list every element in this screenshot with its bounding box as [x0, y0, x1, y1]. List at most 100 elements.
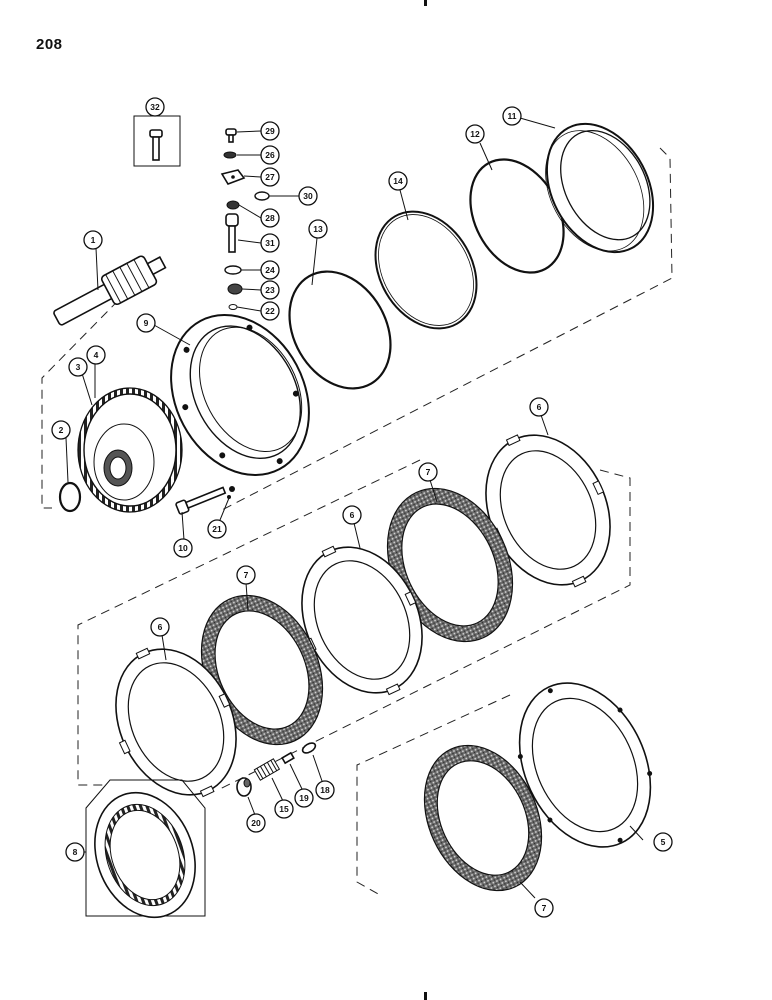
callout-24: 24	[260, 260, 280, 280]
callout-label: 15	[279, 804, 289, 814]
part-21-fitting	[227, 486, 235, 499]
part-8-internal-gear-disc	[94, 791, 196, 919]
callout-label: 7	[542, 903, 547, 913]
part-2-snap-ring	[58, 481, 82, 513]
part-6-steel-plate-upper	[485, 434, 611, 588]
callout-28: 28	[260, 208, 280, 228]
callout-14: 14	[388, 171, 408, 191]
part-27-clamp	[220, 169, 246, 185]
callout-7-lower: 7	[534, 898, 554, 918]
part-26-washer	[223, 151, 237, 159]
callout-label: 12	[470, 129, 480, 139]
callout-26: 26	[260, 145, 280, 165]
callout-21: 21	[207, 519, 227, 539]
part-11-piston-ring	[545, 122, 655, 254]
part-23-nut	[227, 283, 243, 295]
callout-6-lower: 6	[150, 617, 170, 637]
callout-3: 3	[68, 357, 88, 377]
part-8-inset-box	[85, 779, 206, 917]
callout-label: 6	[537, 402, 542, 412]
part-15-spring	[253, 758, 281, 781]
callout-4: 4	[86, 345, 106, 365]
part-22-ring	[228, 304, 238, 310]
part-6-steel-plate-lower	[115, 647, 237, 798]
callout-label: 27	[265, 172, 275, 182]
callout-label: 29	[265, 126, 275, 136]
callout-6-middle: 6	[342, 505, 362, 525]
part-7-friction-disc-upper	[386, 487, 514, 643]
callout-label: 28	[265, 213, 275, 223]
callout-19: 19	[294, 788, 314, 808]
callout-label: 32	[150, 102, 160, 112]
middle-dashed-boundary	[77, 459, 631, 791]
callout-label: 4	[94, 350, 99, 360]
part-7-friction-disc-lower	[423, 744, 543, 892]
callout-label: 14	[393, 176, 403, 186]
callout-label: 13	[313, 224, 323, 234]
callout-label: 5	[661, 837, 666, 847]
part-31-pin	[225, 213, 239, 253]
part-5-end-plate	[517, 682, 653, 848]
leader-lines	[65, 117, 644, 899]
part-7-friction-disc-middle	[200, 594, 324, 746]
part-14-seal-ring-inner	[378, 214, 474, 326]
callout-8: 8	[65, 842, 85, 862]
callout-29: 29	[260, 121, 280, 141]
lower-dashed-boundary	[356, 694, 511, 896]
callout-23: 23	[260, 280, 280, 300]
part-28-washer	[226, 200, 240, 210]
callout-12: 12	[465, 124, 485, 144]
callout-9: 9	[136, 313, 156, 333]
part-20-plunger	[236, 777, 252, 797]
part-18-ball	[301, 742, 317, 754]
part-1-shaft	[53, 255, 167, 326]
part-6-steel-plate-middle	[301, 545, 423, 696]
top-mark	[424, 0, 427, 6]
part-32-bolt	[149, 129, 163, 161]
callout-label: 21	[212, 524, 222, 534]
page-number: 208	[36, 36, 63, 53]
callout-label: 23	[265, 285, 275, 295]
callout-label: 20	[251, 818, 261, 828]
callout-label: 24	[265, 265, 275, 275]
callout-15: 15	[274, 799, 294, 819]
callout-10: 10	[173, 538, 193, 558]
callout-label: 18	[320, 785, 330, 795]
callout-27: 27	[260, 167, 280, 187]
part-24-washer	[224, 265, 242, 275]
callout-32: 32	[145, 97, 165, 117]
callout-label: 11	[508, 111, 517, 121]
part-29-screw	[225, 128, 237, 143]
callout-7-middle: 7	[236, 565, 256, 585]
callout-label: 30	[303, 191, 313, 201]
callout-31: 31	[260, 233, 280, 253]
callout-label: 3	[76, 362, 81, 372]
part-10-bolt	[175, 486, 227, 515]
callout-label: 7	[244, 570, 249, 580]
callout-label: 26	[265, 150, 275, 160]
part-30-spring	[254, 191, 270, 201]
callout-label: 22	[265, 306, 275, 316]
part-9-housing	[170, 313, 310, 477]
bottom-mark	[424, 992, 427, 1000]
callout-6-upper: 6	[529, 397, 549, 417]
callout-label: 6	[350, 510, 355, 520]
callout-13: 13	[308, 219, 328, 239]
callout-label: 9	[144, 318, 149, 328]
part-3-gear	[77, 387, 183, 513]
callout-1: 1	[83, 230, 103, 250]
callout-22: 22	[260, 301, 280, 321]
callout-label: 2	[59, 425, 64, 435]
callout-label: 7	[426, 467, 431, 477]
callout-20: 20	[246, 813, 266, 833]
callout-30: 30	[298, 186, 318, 206]
callout-18: 18	[315, 780, 335, 800]
callout-label: 31	[265, 238, 275, 248]
part-13-seal-ring	[288, 270, 392, 390]
callout-label: 10	[178, 543, 188, 553]
callout-7-upper: 7	[418, 462, 438, 482]
upper-dashed-boundary	[41, 147, 673, 511]
part-19-pin	[281, 751, 295, 765]
part-14-seal-ring	[374, 210, 478, 330]
